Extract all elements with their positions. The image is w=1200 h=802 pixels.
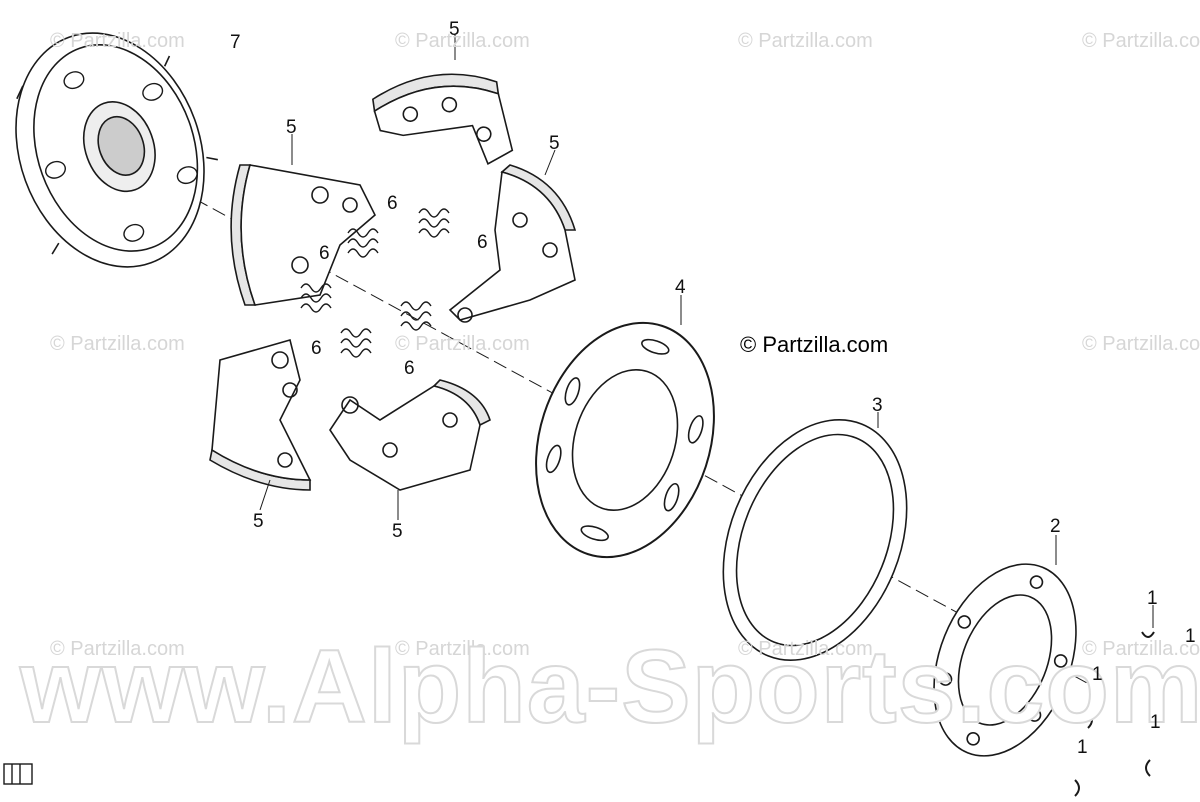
callout-label: 6 [311,338,322,359]
watermark-text: © Partzilla.com [50,638,185,660]
watermark-text: © Partzilla.com [1082,333,1200,355]
callout-label: 5 [549,133,560,154]
watermark-text: © Partzilla.com [395,638,530,660]
part-5-shoe-top [371,73,514,165]
callout-label: 6 [387,193,398,214]
callout-label: 1 [1150,712,1161,733]
callout-label: 3 [872,395,883,416]
part-2-plate [933,563,1077,757]
callout-label: 7 [230,32,241,53]
part-7-drive-plate [15,32,218,268]
part-5-shoe-bottom-left [209,339,312,491]
part-1-clips [1074,631,1191,797]
callout-label: 5 [449,19,460,40]
copyright-credit: © Partzilla.com [740,332,889,357]
callout-label: 1 [1185,626,1196,647]
callout-label: 1 [1092,664,1103,685]
watermark-text: © Partzilla.com [395,30,530,52]
leader-lines [259,34,1154,628]
part-5-shoe-left [230,164,376,306]
callout-label: 5 [286,117,297,138]
part-4-plate [535,321,715,559]
watermark-text: © Partzilla.com [395,333,530,355]
part-5-shoe-bottom-center [329,379,491,491]
callout-label: 1 [1147,588,1158,609]
watermark-text: © Partzilla.com [50,333,185,355]
callout-label: 5 [392,521,403,542]
callout-label: 6 [319,243,330,264]
callout-label: 6 [404,358,415,379]
part-6-springs [300,208,450,358]
callout-label: 2 [1050,516,1061,537]
center-axis-line [159,179,1101,691]
callout-label: 5 [253,511,264,532]
callout-label: 1 [1077,737,1088,758]
watermark-text: © Partzilla.com [1082,638,1200,660]
site-watermark: www.Alpha-Sports.com [19,628,1200,746]
watermark-text: © Partzilla.com [50,30,185,52]
part-3-ring [722,419,908,661]
diagram-code-icon [3,763,33,785]
watermark-text: © Partzilla.com [738,30,873,52]
watermark-text: © Partzilla.com [738,638,873,660]
callout-label: 6 [477,232,488,253]
part-5-shoe-right [448,164,577,323]
watermark-text: © Partzilla.com [1082,30,1200,52]
callout-label: 4 [675,277,686,298]
